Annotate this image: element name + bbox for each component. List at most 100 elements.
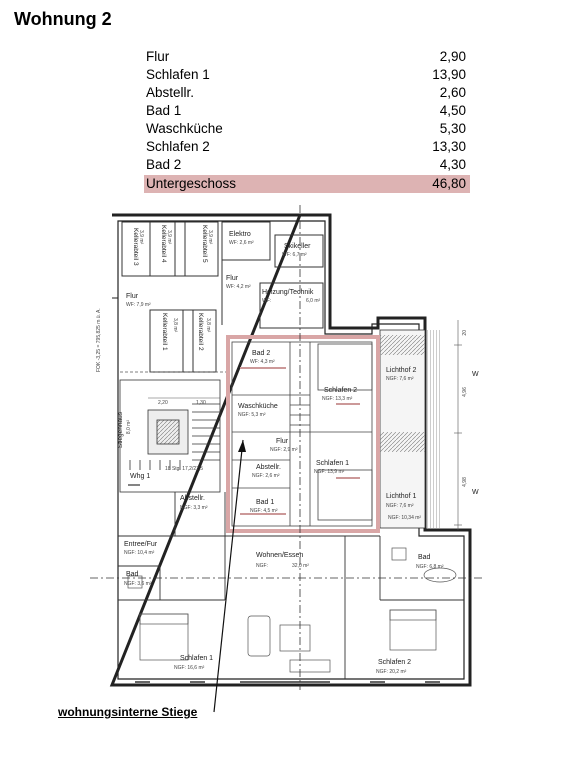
room-name: Schlafen 2 (324, 387, 357, 394)
room-area-value: 6,0 m² (306, 298, 321, 304)
room-name: Schlafen 1 (316, 460, 349, 467)
room-name: Bad (126, 571, 139, 578)
room-name: Bad 1 (256, 499, 274, 506)
storage-area: 3,9 m² (207, 230, 213, 245)
storage-block-top (121, 221, 219, 277)
room-name: Schlafen 1 (180, 655, 213, 662)
plant-symbol (380, 432, 425, 452)
room-name: Whg 1 (130, 473, 150, 480)
room-area: NGF: 4,5 m² (250, 508, 278, 514)
room-name: Schlafen 2 (378, 659, 411, 666)
room-name: Waschküche (238, 403, 278, 410)
room-area: NGF: 10,4 m² (124, 550, 155, 556)
room-name: Waschküche (146, 121, 223, 136)
technical-rooms (221, 221, 324, 329)
plan-labels: Kellerabteil 3 3,9 m² Kellerabteil 4 3,9… (96, 225, 479, 675)
room-area: WF: 7,9 m² (126, 302, 151, 308)
room-area: NGF: 7,6 m² (386, 376, 414, 382)
area-row: Bad 2 4,30 (144, 156, 470, 174)
storage-label: Kellerabteil 4 (160, 225, 167, 263)
room-name: Skikeller (284, 243, 311, 250)
area-total-row: Untergeschoss 46,80 (144, 175, 470, 193)
lichthof-grate (425, 330, 441, 528)
stair-label: 18 Stg. 17,2/27,5 (165, 466, 203, 472)
room-name: Entree/Fur (124, 541, 158, 548)
axis-lines (90, 205, 485, 690)
room-area: 2,60 (439, 85, 466, 100)
room-area: NGF: 2,6 m² (252, 473, 280, 479)
storage-area: 3,9 m² (138, 230, 144, 245)
callout-label: wohnungsinterne Stiege (58, 705, 198, 719)
room-name: Stiegenhaus (117, 411, 124, 448)
storage-area: 3,8 m² (205, 318, 211, 333)
page-title: Wohnung 2 (14, 9, 112, 29)
room-area: NGF: 20,2 m² (376, 669, 407, 675)
apartment-rooms (231, 341, 373, 527)
storage-area: 3,8 m² (172, 318, 178, 333)
room-area: 5,30 (439, 121, 466, 136)
room-name: Flur (126, 293, 139, 300)
area-row: Bad 1 4,50 (144, 102, 470, 120)
area-row: Flur 2,90 (144, 48, 470, 66)
room-name: Heizung/Technik (262, 289, 314, 296)
room-area: NGF: 6,8 m² (416, 564, 444, 570)
room-area: 13,30 (432, 139, 466, 154)
room-name: Abstellr. (256, 464, 281, 471)
area-row: Abstellr. 2,60 (144, 84, 470, 102)
room-name: Bad 2 (146, 157, 182, 172)
room-name: Lichthof 1 (386, 493, 416, 500)
room-name: Bad (418, 554, 431, 561)
room-area: 4,30 (439, 157, 466, 172)
room-area: 8,0 m² (126, 420, 132, 435)
area-row: Schlafen 2 13,30 (144, 138, 470, 156)
dimension-label: 4,98 (462, 477, 468, 487)
level-label: FOK -3,25 = 795,825 m ü. A. (96, 308, 102, 372)
area-table: Flur 2,90 Schlafen 1 13,90 Abstellr. 2,6… (144, 48, 470, 193)
furniture (127, 547, 457, 673)
total-area: 46,80 (432, 176, 466, 191)
room-name: Elektro (229, 231, 251, 238)
room-name: Schlafen 2 (146, 139, 210, 154)
plant-symbol (380, 335, 425, 355)
room-area: NGF: 7,6 m² (386, 503, 414, 509)
dimension-label: 2,20 (158, 400, 168, 406)
room-area: NGF: 3,3 m² (180, 505, 208, 511)
storage-area: 3,9 m² (166, 230, 172, 245)
room-area-value: 32,0 m² (292, 563, 309, 569)
apartment-outline (226, 335, 380, 533)
room-area: NGF: 2,9 m² (270, 447, 298, 453)
room-area: NGF: 16,6 m² (174, 665, 205, 671)
room-area: WF: 2,6 m² (229, 240, 254, 246)
room-area: NGF: 3,6 m² (124, 581, 152, 587)
callout-arrow-icon (238, 440, 246, 452)
dimension-label: 20 (462, 330, 468, 336)
room-name: Abstellr. (180, 495, 205, 502)
outer-walls (109, 213, 472, 687)
room-area: NGF: 5,3 m² (238, 412, 266, 418)
room-name: Flur (276, 438, 289, 445)
stair-core (119, 379, 221, 493)
room-area: WF: 4,2 m² (226, 284, 251, 290)
wall-label: W (472, 371, 479, 378)
room-name: Wohnen/Essen (256, 552, 303, 559)
callout-line (213, 439, 244, 713)
room-name: Schlafen 1 (146, 67, 210, 82)
storage-label: Kellerabteil 3 (132, 228, 139, 266)
room-area: 2,90 (439, 49, 466, 64)
room-area: NGF: 13,3 m² (322, 396, 353, 402)
room-area: NGF: (256, 563, 268, 569)
room-area: WF: (262, 298, 271, 304)
dimension-label: 1,30 (196, 400, 206, 406)
dimension-label: 4,96 (462, 387, 468, 397)
room-name: Abstellr. (146, 85, 195, 100)
total-label: Untergeschoss (146, 176, 237, 191)
room-name: Flur (226, 275, 239, 282)
room-area-extra: NGF: 10,34 m² (388, 515, 421, 521)
area-row: Schlafen 1 13,90 (144, 66, 470, 84)
room-name: Lichthof 2 (386, 367, 416, 374)
storage-label: Kellerabteil 1 (161, 313, 168, 351)
room-area: NGF: 13,9 m² (314, 469, 345, 475)
room-area: 4,50 (439, 103, 466, 118)
room-name: Bad 1 (146, 103, 182, 118)
